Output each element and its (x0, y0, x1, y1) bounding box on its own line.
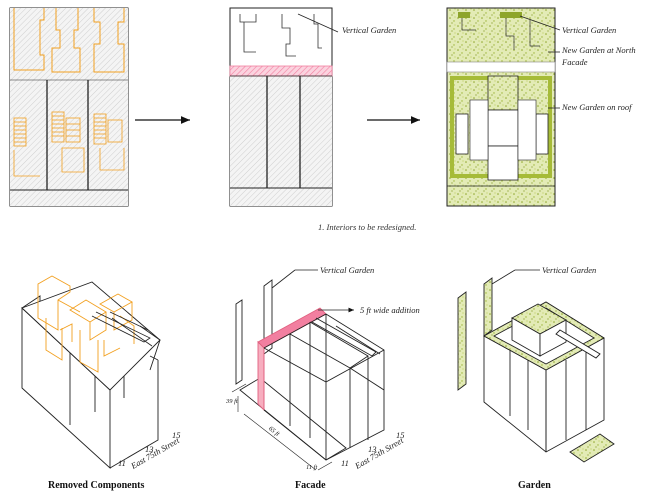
label-new-garden-roof: New Garden on roof (562, 102, 632, 112)
interiors-note: 1. Interiors to be redesigned. (318, 222, 417, 232)
plan-facade (229, 7, 333, 207)
axo-facade (235, 279, 385, 461)
label-vertical-garden-facade: Vertical Garden (320, 265, 375, 275)
caption-garden: Garden (518, 480, 551, 491)
label-vertical-garden-plan2: Vertical Garden (342, 25, 397, 35)
label-num-13-facade: 13 (368, 444, 377, 454)
plan-existing (9, 7, 129, 207)
axo-removed (21, 275, 161, 470)
label-num-13-removed: 13 (145, 444, 154, 454)
label-new-garden-north-1: New Garden at North (562, 45, 636, 55)
caption-facade: Facade (295, 480, 326, 491)
vertical-garden-leader-plan2 (297, 13, 339, 33)
label-vertical-garden-plan3: Vertical Garden (562, 25, 617, 35)
label-dim-39: 39 ft (226, 398, 238, 405)
label-dim-11: 11 ft (306, 464, 318, 471)
dimension-lines (231, 383, 333, 471)
label-num-11-facade: 11 (341, 458, 349, 468)
pink-addition-band (229, 65, 333, 77)
caption-removed-components: Removed Components (48, 480, 145, 491)
label-num-15-facade: 15 (396, 430, 405, 440)
vertical-garden-leader-facade (271, 269, 296, 289)
plan-garden (446, 7, 556, 207)
label-new-garden-north-2: Facade (562, 57, 588, 67)
label-num-15-removed: 15 (172, 430, 181, 440)
vertical-garden-leader-garden (491, 269, 516, 285)
axo-garden (457, 277, 615, 463)
label-vertical-garden-garden: Vertical Garden (542, 265, 597, 275)
label-addition: 5 ft wide addition (360, 305, 420, 315)
vertical-garden-leader-plan3 (519, 15, 561, 31)
label-num-11-removed: 11 (118, 458, 126, 468)
